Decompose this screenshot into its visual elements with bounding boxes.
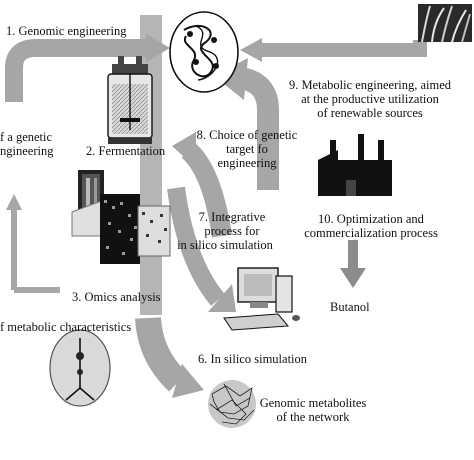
arrow-to-in-silico-simulation	[135, 316, 204, 398]
step-3-label: 3. Omics analysis	[72, 290, 161, 304]
step-2-label: 2. Fermentation	[86, 144, 166, 158]
computer-illustration	[223, 267, 300, 331]
step-7-label-3: in silico simulation	[177, 238, 273, 252]
step-7-label-2: process for	[204, 224, 260, 238]
output-metabolites-label-2: of the network	[276, 410, 350, 424]
central-flow-bar	[140, 15, 162, 315]
omics-illustration	[71, 170, 171, 264]
step-8-label-3: engineering	[217, 156, 277, 170]
left-top-label-1: f a genetic	[0, 130, 53, 144]
step-9-label-3: of renewable sources	[317, 106, 423, 120]
step-6-label: 6. In silico simulation	[198, 352, 308, 366]
left-top-label-2: ngineering	[0, 144, 54, 158]
factory-illustration	[318, 134, 392, 196]
metabolic-network-illustration	[49, 329, 111, 407]
output-metabolites-label-1: Genomic metabolites	[259, 396, 367, 410]
output-butanol-label: Butanol	[330, 300, 370, 314]
arrow-omics-to-computer	[167, 186, 236, 312]
step-10-label-1: 10. Optimization and	[318, 212, 424, 226]
step-8-label-1: 8. Choice of genetic	[196, 128, 298, 142]
arrow-to-genomic-engineering	[4, 34, 170, 102]
arrow-integrative-to-fermentation	[172, 132, 232, 238]
metabolite-network-cloud	[208, 380, 256, 428]
arrow-choice-to-genome	[214, 58, 279, 190]
genome-illustration	[169, 11, 239, 93]
step-7-label-1: 7. Integrative	[198, 210, 266, 224]
step-1-label: 1. Genomic engineering	[6, 24, 127, 38]
left-mid-label: f metabolic characteristics	[0, 320, 132, 334]
step-10-label-2: commercialization process	[304, 226, 438, 240]
step-8-label-2: target fo	[226, 142, 268, 156]
arrow-to-butanol	[340, 240, 366, 288]
left-return-arrow	[6, 194, 60, 293]
arrow-from-renewables	[240, 38, 427, 62]
step-9-label-1: 9. Metabolic engineering, aimed	[288, 78, 452, 92]
renewable-sources-image	[418, 4, 472, 43]
fermenter-illustration	[107, 56, 153, 144]
step-9-label-2: at the productive utilization	[301, 92, 439, 106]
